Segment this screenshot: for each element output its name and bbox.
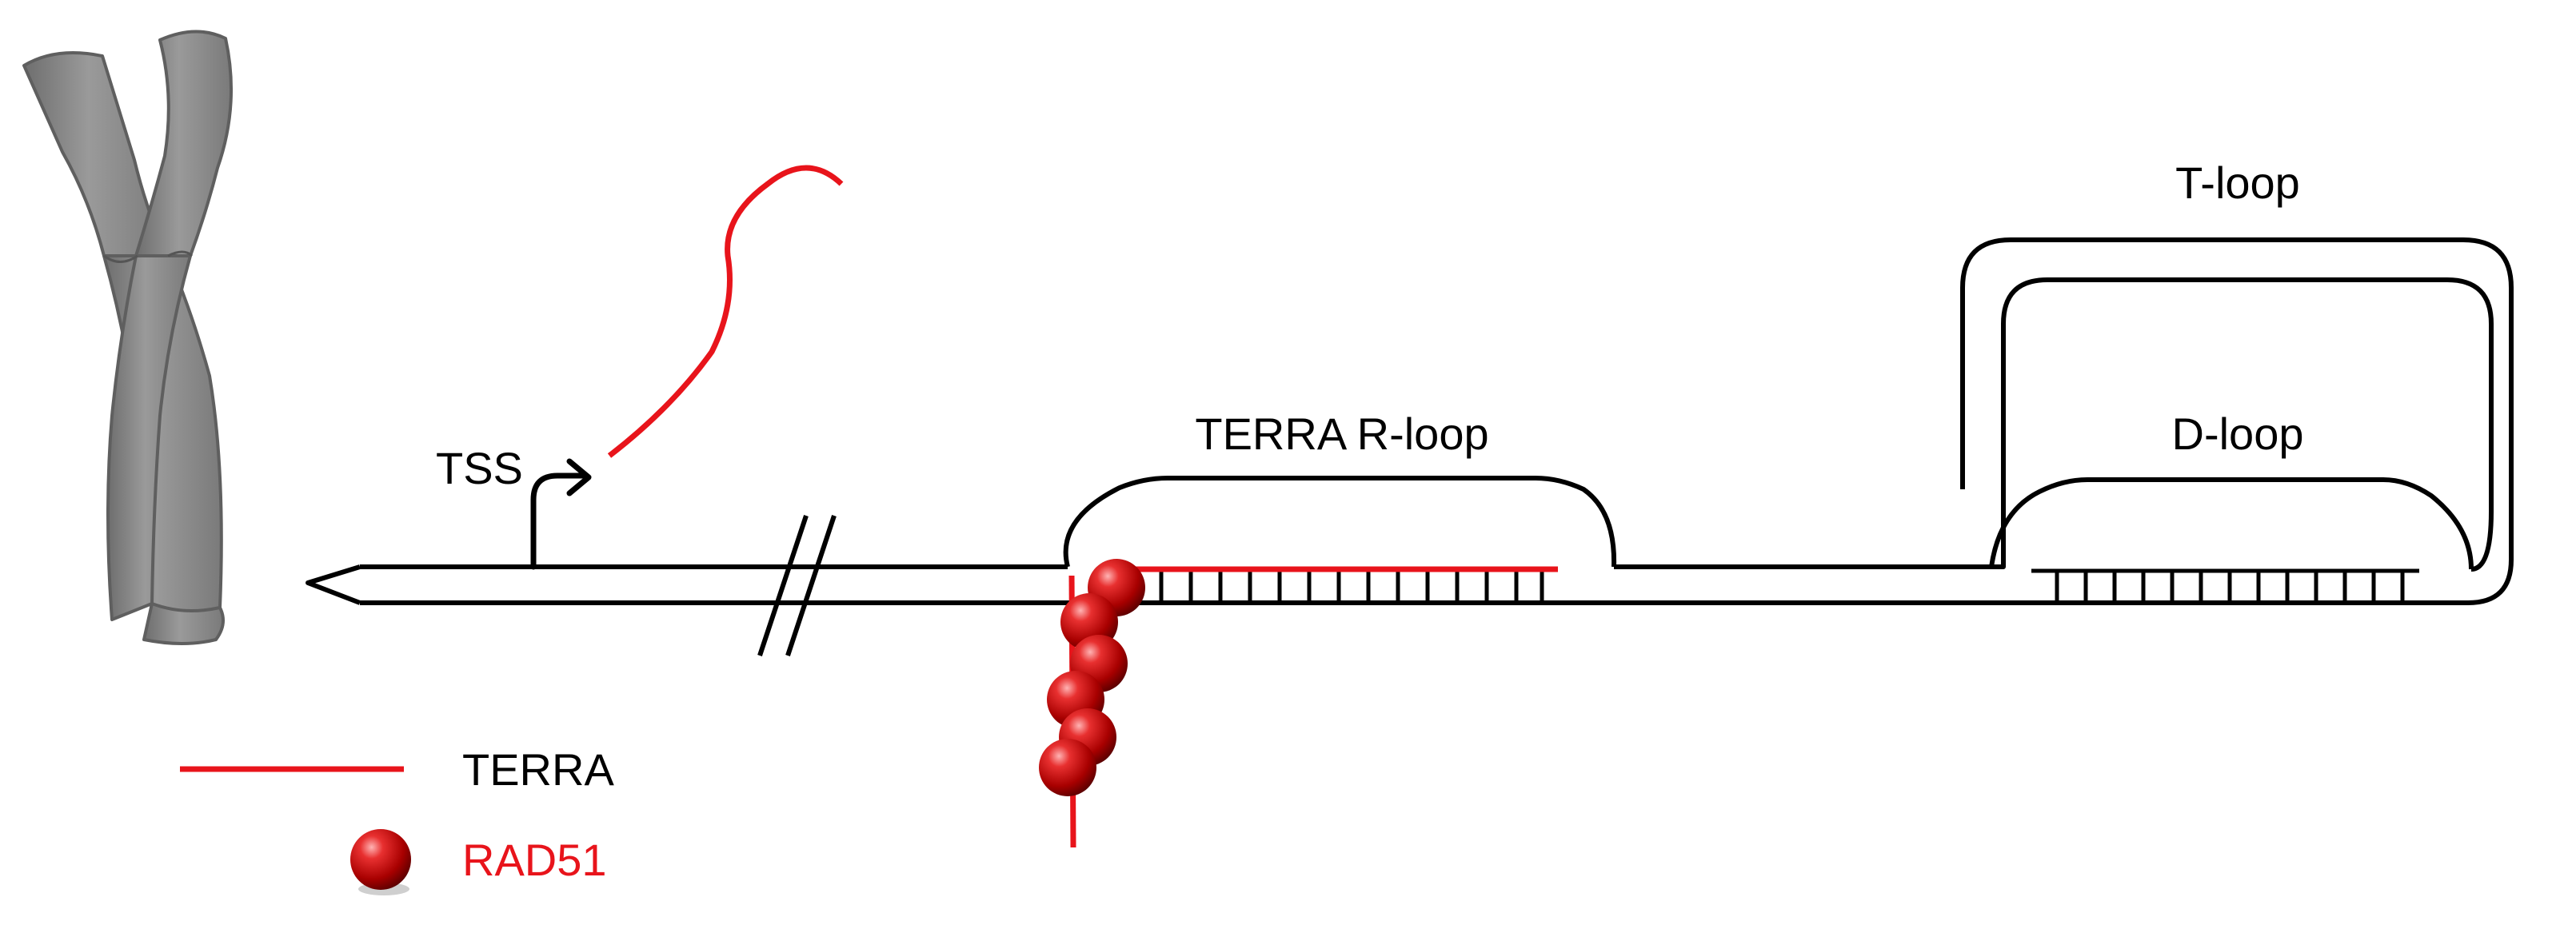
r-loop-base-pairs	[1159, 572, 1544, 603]
t-loop-label: T-loop	[2175, 157, 2300, 208]
rad51-sphere-icon	[350, 829, 411, 890]
sequence-break-icon	[757, 515, 837, 656]
telomeric-dna-left	[306, 564, 1068, 605]
terra-r-loop	[1063, 476, 1991, 605]
chromosome-icon	[22, 30, 234, 645]
legend-rad51-label: RAD51	[462, 835, 607, 885]
d-loop-base-pairs	[2031, 568, 2419, 603]
d-loop	[1989, 477, 2474, 570]
tss-arrow-icon	[530, 458, 592, 570]
t-loop	[1960, 237, 2514, 605]
d-loop-label: D-loop	[2172, 409, 2304, 459]
rad51-sphere-icon	[1039, 739, 1096, 796]
terra-transcript	[607, 165, 844, 458]
legend: TERRA RAD51	[180, 744, 614, 895]
legend-terra-label: TERRA	[462, 744, 614, 795]
rad51-filament	[1039, 559, 1145, 796]
tss-label: TSS	[436, 443, 523, 493]
terra-r-loop-label: TERRA R-loop	[1195, 409, 1488, 459]
